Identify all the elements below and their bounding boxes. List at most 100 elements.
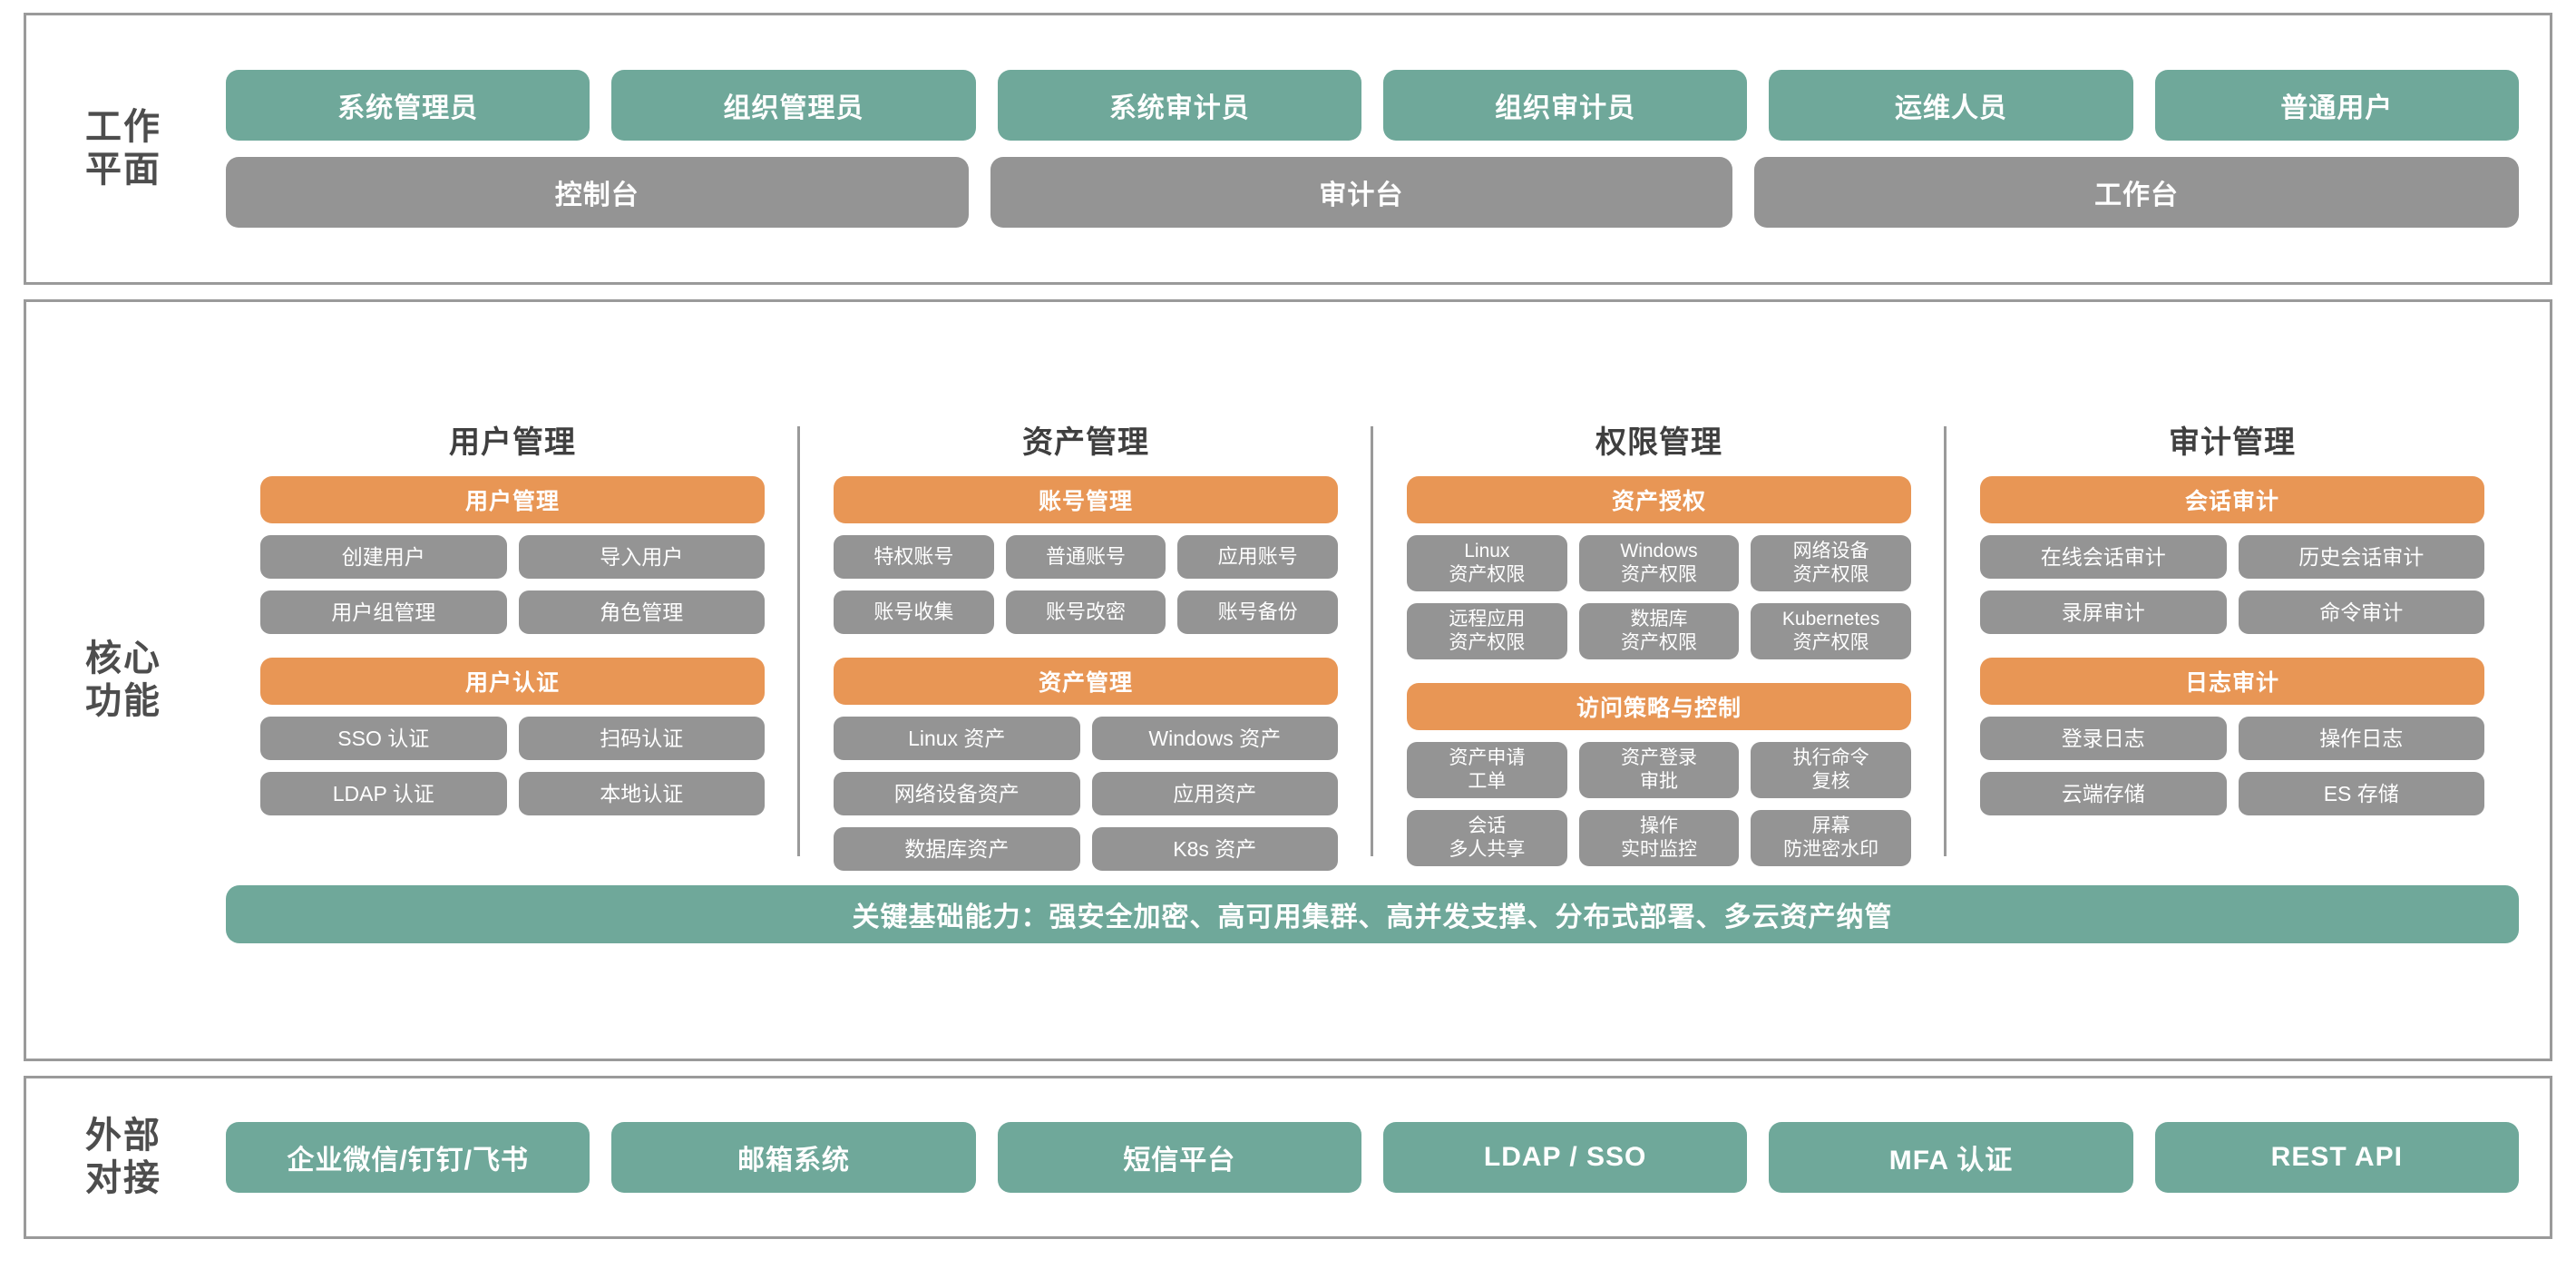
external-integration-body: 企业微信/钉钉/飞书 邮箱系统 短信平台 LDAP / SSO MFA 认证 R… — [220, 1102, 2550, 1213]
core-functions-label: 核心 功能 — [85, 638, 161, 721]
feature-pill-grid: 登录日志操作日志云端存储 ES 存储 — [1980, 717, 2484, 815]
feature-pill[interactable]: 执行命令 复核 — [1751, 742, 1911, 798]
feature-pill-grid: 创建用户导入用户用户组管理角色管理 — [260, 535, 765, 634]
feature-pill[interactable]: 账号备份 — [1177, 590, 1338, 634]
feature-pill[interactable]: 操作日志 — [2238, 717, 2484, 760]
feature-group-header[interactable]: 访问策略与控制 — [1407, 683, 1911, 730]
feature-pill[interactable]: 账号收集 — [834, 590, 994, 634]
feature-group: 日志审计登录日志操作日志云端存储 ES 存储 — [1962, 658, 2503, 815]
role-chip-normal-user[interactable]: 普通用户 — [2154, 70, 2519, 141]
feature-pill[interactable]: 数据库 资产权限 — [1578, 603, 1740, 659]
feature-pill[interactable]: 创建用户 — [260, 535, 507, 579]
work-plane-label: 工作 平面 — [85, 106, 161, 190]
external-chip-mail[interactable]: 邮箱系统 — [611, 1122, 976, 1193]
work-plane-body: 系统管理员 组织管理员 系统审计员 组织审计员 运维人员 普通用户 控制台 审计… — [220, 50, 2550, 248]
console-chip-workbench[interactable]: 工作台 — [1754, 157, 2519, 228]
feature-pill-grid: 在线会话审计历史会话审计录屏审计命令审计 — [1980, 535, 2484, 634]
feature-pill[interactable]: 本地认证 — [518, 772, 765, 815]
core-column-title: 用户管理 — [449, 425, 576, 460]
core-column-title: 资产管理 — [1022, 425, 1149, 460]
external-row: 企业微信/钉钉/飞书 邮箱系统 短信平台 LDAP / SSO MFA 认证 R… — [226, 1122, 2519, 1193]
feature-pill[interactable]: 应用资产 — [1091, 772, 1338, 815]
feature-pill[interactable]: 历史会话审计 — [2238, 535, 2484, 579]
console-chip-control[interactable]: 控制台 — [226, 157, 969, 228]
feature-pill[interactable]: ES 存储 — [2238, 772, 2484, 815]
feature-pill[interactable]: 在线会话审计 — [1980, 535, 2227, 579]
feature-pill[interactable]: 操作 实时监控 — [1578, 810, 1740, 866]
external-chip-sms[interactable]: 短信平台 — [997, 1122, 1361, 1193]
feature-pill[interactable]: 屏幕 防泄密水印 — [1751, 810, 1911, 866]
role-chip-org-admin[interactable]: 组织管理员 — [611, 70, 976, 141]
feature-pill[interactable]: 特权账号 — [834, 535, 994, 579]
console-chip-audit[interactable]: 审计台 — [990, 157, 1733, 228]
feature-pill[interactable]: SSO 认证 — [260, 717, 507, 760]
feature-pill[interactable]: K8s 资产 — [1091, 827, 1338, 871]
feature-pill-grid: SSO 认证扫码认证 LDAP 认证本地认证 — [260, 717, 765, 815]
feature-pill[interactable]: Linux 资产权限 — [1407, 535, 1567, 591]
external-chip-rest-api[interactable]: REST API — [2154, 1122, 2519, 1193]
feature-pill[interactable]: 导入用户 — [518, 535, 765, 579]
feature-pill[interactable]: 云端存储 — [1980, 772, 2227, 815]
feature-group-header[interactable]: 账号管理 — [834, 476, 1338, 523]
feature-group: 会话审计在线会话审计历史会话审计录屏审计命令审计 — [1962, 476, 2503, 634]
core-column-title: 权限管理 — [1595, 425, 1722, 460]
external-chip-mfa[interactable]: MFA 认证 — [1769, 1122, 2133, 1193]
external-integration-section: 外部 对接 企业微信/钉钉/飞书 邮箱系统 短信平台 LDAP / SSO MF… — [24, 1076, 2552, 1239]
role-chip-system-auditor[interactable]: 系统审计员 — [997, 70, 1361, 141]
feature-pill[interactable]: 网络设备 资产权限 — [1751, 535, 1911, 591]
feature-group-header[interactable]: 资产授权 — [1407, 476, 1911, 523]
feature-pill[interactable]: 会话 多人共享 — [1407, 810, 1567, 866]
feature-group-header[interactable]: 会话审计 — [1980, 476, 2484, 523]
feature-pill[interactable]: 应用账号 — [1177, 535, 1338, 579]
role-chip-org-auditor[interactable]: 组织审计员 — [1382, 70, 1748, 141]
feature-pill[interactable]: 普通账号 — [1005, 535, 1166, 579]
feature-group: 访问策略与控制资产申请 工单资产登录 审批执行命令 复核会话 多人共享操作 实时… — [1389, 683, 1929, 866]
feature-pill[interactable]: 资产登录 审批 — [1578, 742, 1740, 798]
feature-group: 用户管理创建用户导入用户用户组管理角色管理 — [242, 476, 783, 634]
console-row: 控制台 审计台 工作台 — [226, 157, 2519, 228]
role-row: 系统管理员 组织管理员 系统审计员 组织审计员 运维人员 普通用户 — [226, 70, 2519, 141]
external-chip-ldap-sso[interactable]: LDAP / SSO — [1382, 1122, 1748, 1193]
feature-pill[interactable]: 数据库资产 — [834, 827, 1080, 871]
feature-pill[interactable]: Linux 资产 — [834, 717, 1080, 760]
feature-pill-grid: 资产申请 工单资产登录 审批执行命令 复核会话 多人共享操作 实时监控屏幕 防泄… — [1407, 742, 1911, 866]
feature-pill[interactable]: Windows 资产权限 — [1578, 535, 1740, 591]
external-chip-im[interactable]: 企业微信/钉钉/飞书 — [226, 1122, 590, 1193]
feature-group: 账号管理特权账号普通账号应用账号账号收集账号改密账号备份 — [815, 476, 1356, 634]
feature-pill[interactable]: 资产申请 工单 — [1407, 742, 1567, 798]
feature-pill[interactable]: 登录日志 — [1980, 717, 2227, 760]
feature-pill[interactable]: 用户组管理 — [260, 590, 507, 634]
feature-pill[interactable]: Windows 资产 — [1091, 717, 1338, 760]
role-chip-ops-staff[interactable]: 运维人员 — [1769, 70, 2133, 141]
feature-pill[interactable]: 录屏审计 — [1980, 590, 2227, 634]
core-column-4: 审计管理会话审计在线会话审计历史会话审计录屏审计命令审计日志审计登录日志操作日志… — [1944, 412, 2519, 871]
feature-pill[interactable]: 角色管理 — [518, 590, 765, 634]
feature-pill[interactable]: 网络设备资产 — [834, 772, 1080, 815]
feature-pill[interactable]: 远程应用 资产权限 — [1407, 603, 1567, 659]
feature-group-header[interactable]: 用户认证 — [260, 658, 765, 705]
feature-pill[interactable]: 扫码认证 — [518, 717, 765, 760]
external-integration-label: 外部 对接 — [85, 1115, 161, 1198]
feature-pill[interactable]: Kubernetes 资产权限 — [1751, 603, 1911, 659]
feature-pill[interactable]: LDAP 认证 — [260, 772, 507, 815]
feature-pill-grid: 特权账号普通账号应用账号账号收集账号改密账号备份 — [834, 535, 1338, 634]
core-column-title: 审计管理 — [2169, 425, 2296, 460]
feature-pill[interactable]: 账号改密 — [1005, 590, 1166, 634]
feature-group-header[interactable]: 日志审计 — [1980, 658, 2484, 705]
feature-pill[interactable]: 命令审计 — [2238, 590, 2484, 634]
feature-group-header[interactable]: 资产管理 — [834, 658, 1338, 705]
foundation-capabilities-bar: 关键基础能力：强安全加密、高可用集群、高并发支撑、分布式部署、多云资产纳管 — [226, 885, 2519, 943]
feature-group-header[interactable]: 用户管理 — [260, 476, 765, 523]
role-chip-system-admin[interactable]: 系统管理员 — [226, 70, 590, 141]
